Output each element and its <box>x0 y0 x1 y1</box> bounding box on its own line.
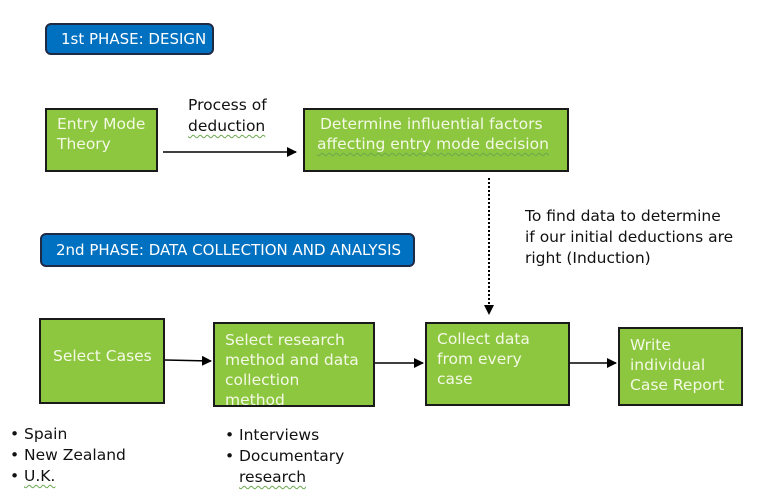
list-item: U.K. <box>10 466 126 487</box>
cases-to-method-arrow <box>164 355 212 366</box>
induction-label: To find data to determine if our initial… <box>525 206 733 269</box>
list-item: Documentary research <box>225 446 344 488</box>
select-cases-box: Select Cases <box>39 318 165 404</box>
phase-collection-label: 2nd PHASE: DATA COLLECTION AND ANALYSIS <box>56 241 402 259</box>
box-text-line: Theory <box>57 135 111 153</box>
box-text-line: collection method <box>225 371 300 409</box>
list-item-text: U.K. <box>24 467 56 485</box>
methods-list: Interviews Documentary research <box>225 425 344 488</box>
box-text-line: Determine influential factors <box>320 115 543 133</box>
list-item: Interviews <box>225 425 344 446</box>
box-text-line: Select research <box>225 331 345 349</box>
write-case-report-box: Write individual Case Report <box>618 327 743 406</box>
label-line: deduction <box>188 117 266 135</box>
list-item: New Zealand <box>10 445 126 466</box>
deduction-label: Process of deduction <box>188 95 267 137</box>
box-text-line: Write <box>630 336 671 354</box>
label-line: To find data to determine <box>525 207 721 225</box>
phase-design-header: 1st PHASE: DESIGN <box>45 23 214 55</box>
phase-design-label: 1st PHASE: DESIGN <box>61 30 207 48</box>
collect-data-box: Collect data from every case <box>425 322 570 406</box>
box-text-line: Collect data <box>437 330 530 348</box>
box-text-line: Case Report <box>630 376 725 394</box>
box-text-line: affecting entry mode decision <box>317 134 557 154</box>
box-text-line: method and data <box>225 351 359 369</box>
label-line: right (Induction) <box>525 249 651 267</box>
countries-list: Spain New Zealand U.K. <box>10 424 126 487</box>
box-text-line: affecting entry mode decision <box>317 135 549 153</box>
box-text-line: Entry Mode <box>57 115 146 133</box>
list-item-text: Documentary <box>239 447 345 465</box>
label-line: Process of <box>188 96 267 114</box>
select-research-method-box: Select research method and data collecti… <box>213 322 375 409</box>
phase-collection-header: 2nd PHASE: DATA COLLECTION AND ANALYSIS <box>40 233 415 267</box>
box-text-line: Select Cases <box>53 347 152 365</box>
box-text-line: individual <box>630 356 706 374</box>
entry-mode-theory-box: Entry Mode Theory <box>45 108 158 172</box>
list-item-text: research <box>239 468 307 486</box>
list-item-text: research <box>239 467 344 488</box>
label-line: deduction <box>188 116 267 137</box>
list-item: Spain <box>10 424 126 445</box>
box-text-line: from every case <box>437 350 522 388</box>
label-line: if our initial deductions are <box>525 228 734 246</box>
determine-factors-box: Determine influential factors affecting … <box>303 108 569 172</box>
